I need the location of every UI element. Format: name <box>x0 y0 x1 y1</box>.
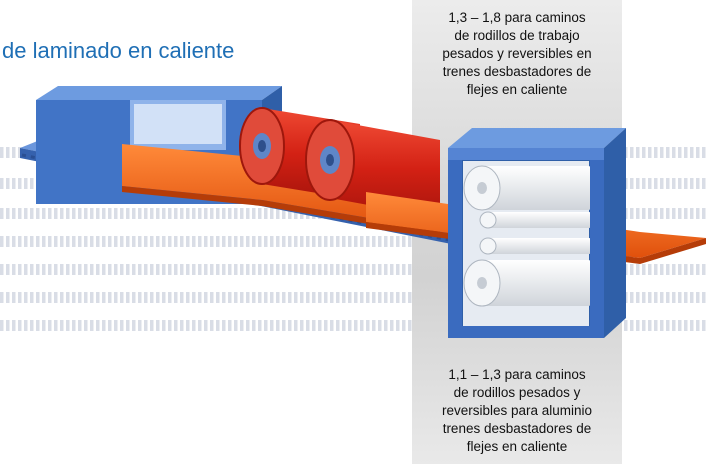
annotation-top-line: pesados y reversibles en <box>442 46 592 61</box>
annotation-bottom-line: flejes en caliente <box>466 439 568 454</box>
annotation-bottom-line: de rodillos pesados y <box>453 385 581 400</box>
stand-rolls <box>463 165 592 307</box>
stand-pillars <box>448 148 604 338</box>
annotation-bottom: 1,1 – 1,3 para caminos de rodillos pesad… <box>412 366 622 456</box>
annotation-bottom-line: trenes desbastadores de <box>442 421 592 436</box>
annotation-top-line: trenes desbastadores de <box>442 64 592 79</box>
annotation-top-line: flejes en caliente <box>466 82 568 97</box>
annotation-top-line: de rodillos de trabajo <box>454 28 580 43</box>
annotation-bottom-line: 1,1 – 1,3 para caminos <box>448 367 586 382</box>
annotation-bottom-line: reversibles para aluminio <box>441 403 593 418</box>
annotation-top: 1,3 – 1,8 para caminos de rodillos de tr… <box>412 9 622 99</box>
page-title: de laminado en caliente <box>2 38 235 63</box>
annotation-top-line: 1,3 – 1,8 para caminos <box>448 10 586 25</box>
work-rolls <box>239 107 440 218</box>
